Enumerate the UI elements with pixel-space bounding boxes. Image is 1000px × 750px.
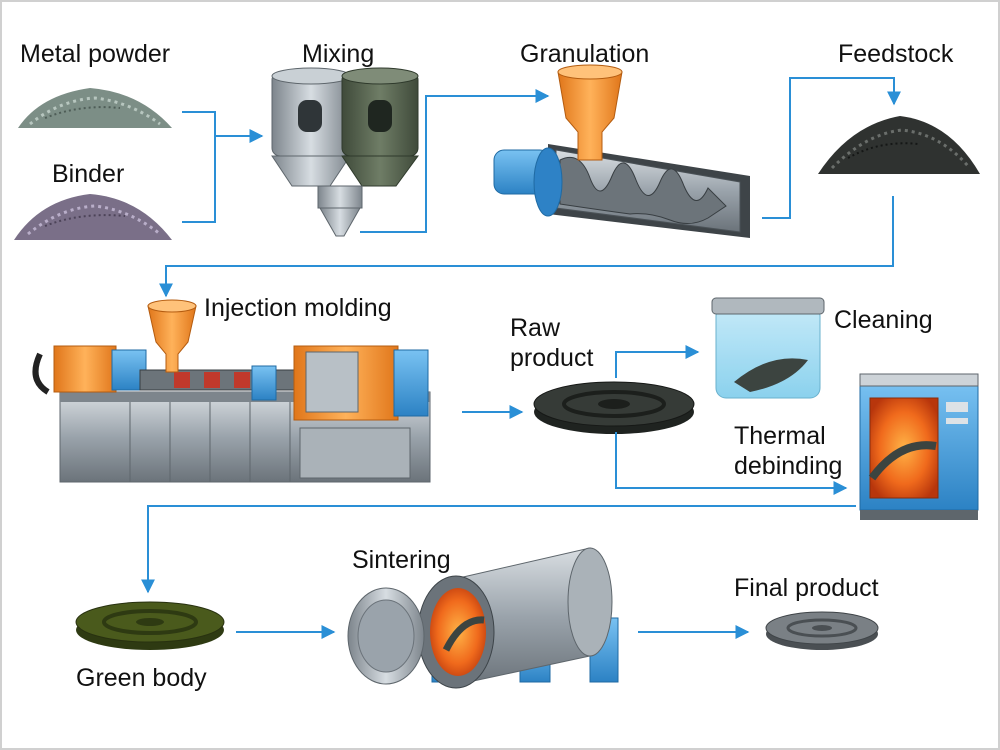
- label-mixing: Mixing: [302, 40, 374, 68]
- final-product-disc-icon: [765, 611, 879, 650]
- cleaning-jar-icon: [711, 297, 825, 399]
- label-thermal-line1: Thermal: [734, 422, 826, 450]
- arrow-mixing-to-granulation: [360, 89, 550, 233]
- arrow-granulation-to-feedstock: [762, 77, 901, 219]
- binder-pile-icon: [14, 194, 172, 240]
- label-cleaning: Cleaning: [834, 306, 933, 334]
- label-green-body: Green body: [76, 664, 207, 692]
- label-injection-molding: Injection molding: [204, 294, 392, 322]
- label-raw-line2: product: [510, 344, 593, 372]
- metal-powder-pile-icon: [18, 88, 172, 128]
- label-sintering: Sintering: [352, 546, 451, 574]
- label-thermal-line2: debinding: [734, 452, 842, 480]
- label-final-product: Final product: [734, 574, 879, 602]
- mixing-hopper-icon: [271, 67, 419, 237]
- sintering-furnace-icon: [347, 547, 619, 689]
- label-binder: Binder: [52, 160, 124, 188]
- feedstock-pile-icon: [818, 116, 980, 174]
- arrow-raw-to-debinding: [615, 432, 848, 495]
- arrow-powder-to-mixing: [182, 111, 264, 143]
- label-metal-powder: Metal powder: [20, 40, 170, 68]
- arrow-feedstock-to-injection: [159, 196, 894, 298]
- debinding-oven-icon: [859, 373, 979, 520]
- label-feedstock: Feedstock: [838, 40, 954, 68]
- green-body-disc-icon: [75, 601, 225, 650]
- raw-product-disc-icon: [533, 381, 695, 434]
- label-granulation: Granulation: [520, 40, 649, 68]
- screw-extruder-icon: [493, 64, 750, 238]
- arrow-debinding-to-green: [141, 505, 856, 594]
- label-raw-line1: Raw: [510, 314, 561, 342]
- injection-machine-icon: [32, 299, 431, 483]
- arrow-raw-to-cleaning: [615, 345, 700, 378]
- arrow-binder-to-mixing: [182, 136, 216, 223]
